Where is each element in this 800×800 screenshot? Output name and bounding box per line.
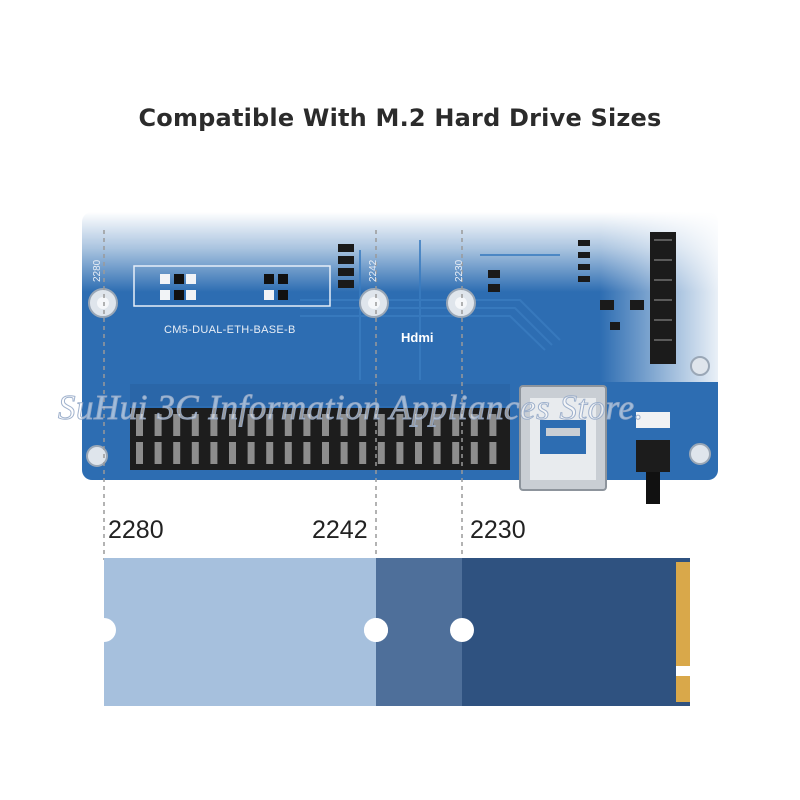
gpio-pin	[322, 442, 329, 464]
gpio-pin	[396, 442, 404, 464]
size-guides	[103, 230, 463, 560]
ssd-gold-contacts-key	[676, 676, 690, 702]
gpio-pin	[303, 414, 311, 436]
gpio-header	[130, 408, 510, 470]
gpio-pin	[452, 414, 460, 436]
gpio-pin	[191, 442, 199, 464]
gpio-pin	[433, 442, 441, 464]
gpio-pin	[229, 414, 236, 436]
gpio-pin	[303, 442, 311, 464]
gpio-pin	[284, 442, 292, 464]
ssd-2280-section	[104, 558, 378, 706]
ssd-size-bar	[104, 558, 690, 706]
gpio-pin	[284, 414, 292, 436]
smd-components	[338, 240, 644, 330]
gpio-pin	[266, 414, 274, 436]
gpio-pin	[340, 414, 348, 436]
board-model-label: CM5-DUAL-ETH-BASE-B	[164, 324, 296, 336]
gpio-pin	[489, 442, 497, 464]
gpio-pin	[154, 414, 162, 436]
hdmi-label: Hdmi	[401, 330, 434, 345]
gpio-pin	[470, 442, 478, 464]
gpio-pin	[415, 414, 422, 436]
size-label-2230: 2230	[470, 516, 526, 544]
gpio-pin	[210, 414, 218, 436]
silk-2280: 2280	[92, 259, 103, 282]
silk-2242: 2242	[368, 259, 379, 282]
gpio-pin	[229, 442, 236, 464]
gpio-pin	[340, 442, 348, 464]
usb-port	[519, 385, 607, 491]
power-button	[636, 412, 670, 504]
gpio-pin	[136, 442, 143, 464]
m2-slot	[650, 232, 676, 364]
mounting-holes	[86, 288, 711, 467]
gpio-silkscreen	[130, 384, 510, 406]
gpio-pin	[415, 442, 422, 464]
silk-2230: 2230	[454, 259, 465, 282]
gpio-pin	[396, 414, 404, 436]
gpio-pin	[173, 442, 181, 464]
gpio-pin	[247, 414, 255, 436]
page-title: Compatible With M.2 Hard Drive Sizes	[138, 104, 662, 132]
ssd-2230-section	[462, 558, 690, 706]
gpio-pin	[489, 414, 497, 436]
gpio-pin	[452, 442, 460, 464]
ssd-2280-notch	[104, 618, 116, 642]
gpio-pin	[377, 442, 385, 464]
gpio-pin	[154, 442, 162, 464]
gpio-pin	[136, 414, 143, 436]
gpio-pin	[470, 414, 478, 436]
size-label-2280: 2280	[108, 516, 164, 544]
gpio-pin	[247, 442, 255, 464]
gpio-pin	[210, 442, 218, 464]
gpio-pin	[377, 414, 385, 436]
ssd-gold-contacts	[676, 562, 690, 666]
jumper-block	[133, 265, 331, 307]
size-label-2242: 2242	[312, 516, 368, 544]
gpio-pin	[359, 442, 367, 464]
gpio-pin	[359, 414, 367, 436]
ssd-2242-section	[376, 558, 464, 706]
gpio-pin	[191, 414, 199, 436]
store-watermark: SuHui 3C Information Appliances Store.	[58, 388, 644, 428]
gpio-pin	[322, 414, 329, 436]
ssd-2230-notch	[450, 618, 474, 642]
gpio-pin	[266, 442, 274, 464]
gpio-pin	[173, 414, 181, 436]
gpio-pin	[433, 414, 441, 436]
